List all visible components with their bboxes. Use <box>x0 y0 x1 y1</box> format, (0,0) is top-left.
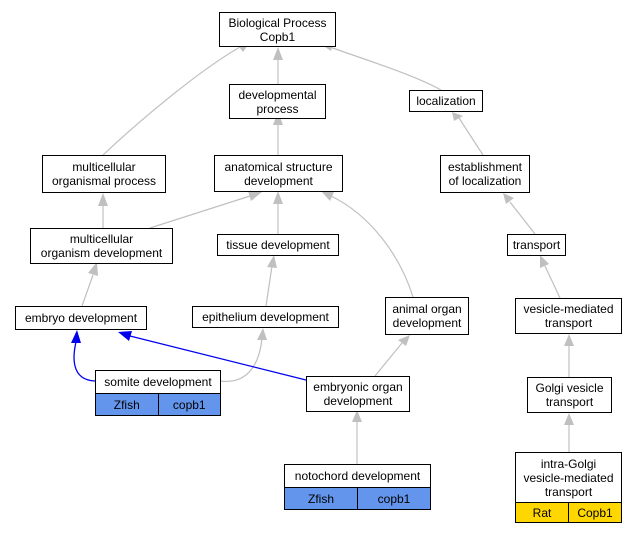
node-animal-organ-development[interactable]: animal organ development <box>385 297 469 335</box>
node-intra-golgi-vesicle-mediated-transport[interactable]: intra-Golgi vesicle-mediated transport <box>515 452 622 503</box>
edge-animal-organ-to-asd <box>330 195 414 298</box>
edge-embryonic-organ-to-embryo <box>129 335 307 381</box>
arrowhead-embryo <box>88 262 98 276</box>
arrowhead-tissue <box>273 191 283 204</box>
arrowhead-animal-organ <box>321 191 334 201</box>
node-tissue-development[interactable]: tissue development <box>217 234 339 256</box>
node-embryonic-organ-development[interactable]: embryonic organ development <box>306 376 410 412</box>
arrowhead-somite <box>257 328 267 340</box>
arrowhead-notochord <box>352 410 362 422</box>
node-notochord-development[interactable]: notochord development <box>284 464 431 488</box>
annotation-somite: Zfish copb1 <box>95 394 221 416</box>
node-multicellular-organismal-process[interactable]: multicellular organismal process <box>42 155 166 193</box>
node-anatomical-structure-development[interactable]: anatomical structure development <box>214 155 343 192</box>
node-somite-development[interactable]: somite development <box>95 370 221 394</box>
edge-transport-to-est-loc <box>509 201 536 235</box>
arrowhead-embryonic-organ <box>398 335 410 346</box>
node-establishment-of-localization[interactable]: establishment of localization <box>440 155 530 193</box>
edge-localization-to-bp <box>329 46 442 91</box>
edge-epithelium-to-tissue <box>265 265 273 307</box>
edge-embryonic-organ-to-animal-organ <box>374 342 403 377</box>
node-epithelium-development[interactable]: epithelium development <box>192 306 339 328</box>
species-label: Zfish <box>113 397 140 412</box>
edge-mop-to-bp <box>102 46 241 156</box>
arrowhead-epithelium <box>267 255 277 268</box>
node-embryo-development[interactable]: embryo development <box>15 306 147 330</box>
node-golgi-vesicle-transport[interactable]: Golgi vesicle transport <box>527 377 612 413</box>
node-transport[interactable]: transport <box>507 234 566 256</box>
annotation-intra-golgi: Rat Copb1 <box>515 503 622 523</box>
gene-label: copb1 <box>357 488 430 509</box>
species-label: Rat <box>532 505 552 520</box>
gene-label: Copb1 <box>568 503 621 522</box>
arrowhead-somite-embryo <box>71 330 81 343</box>
arrowhead-mod-asd <box>248 191 262 201</box>
species-label: Zfish <box>307 491 334 506</box>
edge-mod-to-asd <box>149 195 251 229</box>
node-localization[interactable]: localization <box>409 90 483 112</box>
node-multicellular-organism-development[interactable]: multicellular organism development <box>30 228 173 264</box>
arrowhead-vmt <box>540 255 549 268</box>
node-developmental-process[interactable]: developmental process <box>229 84 326 119</box>
arrowhead-est-loc <box>452 112 463 121</box>
node-vesicle-mediated-transport[interactable]: vesicle-mediated transport <box>515 298 622 334</box>
arrowhead-golgi <box>564 334 574 346</box>
arrowhead-transport <box>503 193 514 204</box>
edge-embryo-to-mod <box>81 274 94 307</box>
gene-label: copb1 <box>157 394 221 415</box>
edge-vmt-to-transport <box>544 265 561 299</box>
arrowhead-embryonic-organ-embryo <box>118 331 132 341</box>
annotation-notochord: Zfish copb1 <box>284 488 431 510</box>
arrowhead-intra-golgi <box>564 413 574 425</box>
arrowhead-mod <box>98 193 108 206</box>
edge-somite-to-embryo <box>73 341 96 382</box>
node-biological-process[interactable]: Biological Process Copb1 <box>219 12 336 47</box>
edge-somite-to-epithelium <box>219 337 263 382</box>
edge-est-loc-to-localization <box>458 117 484 156</box>
arrowhead-dev-proc <box>273 47 283 60</box>
